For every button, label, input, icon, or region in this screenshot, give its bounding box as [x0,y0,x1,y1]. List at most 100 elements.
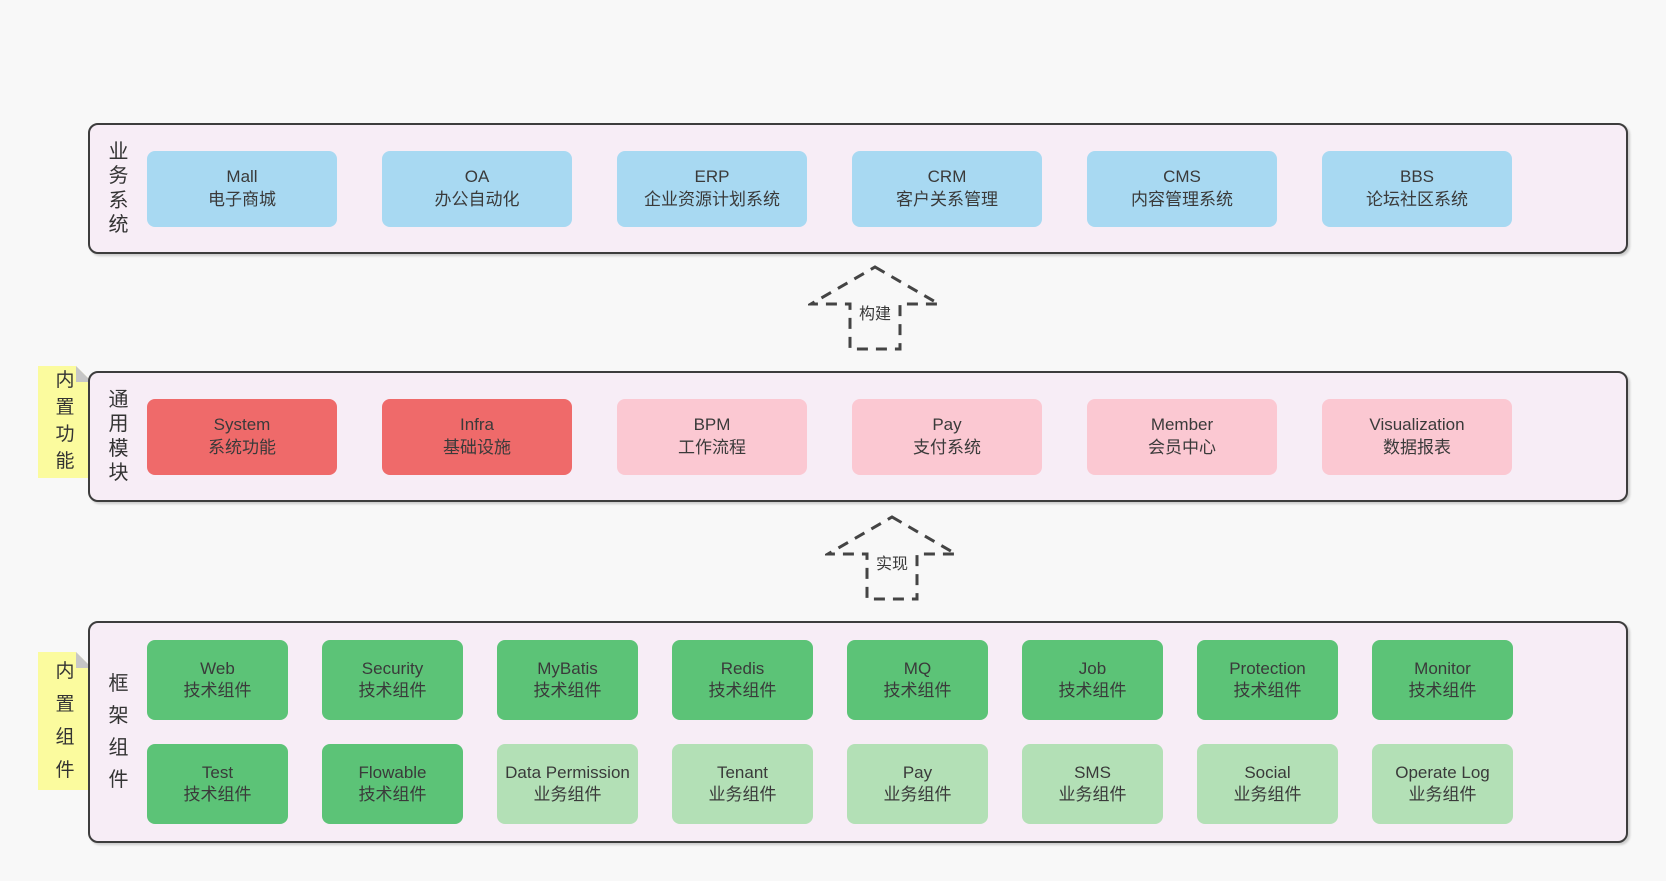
box-title: Data Permission [505,762,630,782]
sticky-note-builtin-components: 内置组件 [38,652,92,790]
box-erp: ERP 企业资源计划系统 [617,150,807,227]
layer-label-text: 框架组件 [108,673,129,791]
box-title: Web [200,658,235,678]
box-subtitle: 内容管理系统 [1131,189,1233,209]
up-arrow-outline-icon [825,515,959,601]
box-mall: Mall 电子商城 [147,150,337,227]
box-protection: Protection 技术组件 [1197,640,1338,720]
box-subtitle: 技术组件 [533,681,602,700]
layer-label-text: 业务系统 [108,140,129,236]
implement-arrow: 实现 [825,514,959,602]
box-subtitle: 技术组件 [183,681,252,700]
box-title: CMS [1163,167,1201,187]
box-subtitle: 电子商城 [208,189,276,209]
box-flowable: Flowable 技术组件 [322,744,463,824]
box-system: System 系统功能 [147,398,337,475]
box-title: Member [1150,415,1214,435]
box-subtitle: 业务组件 [883,785,952,804]
layer-label-framework: 框架组件 [90,668,147,796]
common-modules-layer: 通用模块 System 系统功能 Infra 基础设施 BPM 工作流程 Pay… [88,371,1628,502]
box-title: System [213,415,271,435]
box-title: Pay [932,415,962,435]
box-subtitle: 支付系统 [913,437,981,457]
business-systems-layer: 业务系统 Mall 电子商城 OA 办公自动化 ERP 企业资源计划系统 CRM… [88,123,1628,254]
box-title: Protection [1229,658,1306,678]
box-title: Job [1078,658,1107,678]
box-tenant: Tenant 业务组件 [672,744,813,824]
box-subtitle: 业务组件 [708,785,777,804]
business-boxes: Mall 电子商城 OA 办公自动化 ERP 企业资源计划系统 CRM 客户关系… [147,150,1512,227]
box-subtitle: 业务组件 [1408,785,1477,804]
box-subtitle: 技术组件 [708,681,777,700]
box-mybatis: MyBatis 技术组件 [497,640,638,720]
box-data-permission: Data Permission 业务组件 [497,744,638,824]
box-title: Flowable [358,762,427,782]
box-social: Social 业务组件 [1197,744,1338,824]
up-arrow-outline-icon [808,265,942,351]
box-sms: SMS 业务组件 [1022,744,1163,824]
box-monitor: Monitor 技术组件 [1372,640,1513,720]
box-security: Security 技术组件 [322,640,463,720]
build-arrow: 构建 [808,264,942,352]
box-oa: OA 办公自动化 [382,150,572,227]
box-infra: Infra 基础设施 [382,398,572,475]
box-bpm: BPM 工作流程 [617,398,807,475]
box-title: ERP [694,167,730,187]
box-title: Operate Log [1395,762,1490,782]
box-title: Mall [226,167,258,187]
box-web: Web 技术组件 [147,640,288,720]
box-title: BPM [693,415,731,435]
box-subtitle: 技术组件 [183,785,252,804]
box-subtitle: 业务组件 [1058,785,1127,804]
box-title: Monitor [1414,658,1471,678]
box-title: MyBatis [537,658,598,678]
box-subtitle: 技术组件 [883,681,952,700]
box-subtitle: 技术组件 [358,785,427,804]
layer-label-business: 业务系统 [90,140,147,238]
common-row: System 系统功能 Infra 基础设施 BPM 工作流程 Pay 支付系统… [147,398,1512,475]
framework-boxes: Web 技术组件 Security 技术组件 MyBatis 技术组件 Redi… [147,640,1513,824]
box-subtitle: 系统功能 [208,437,276,457]
box-subtitle: 技术组件 [358,681,427,700]
sticky-note-text: 内置功能 [55,370,75,472]
box-subtitle: 办公自动化 [434,189,520,209]
box-subtitle: 技术组件 [1233,681,1302,700]
box-visualization: Visualization 数据报表 [1322,398,1512,475]
box-crm: CRM 客户关系管理 [852,150,1042,227]
framework-row-2: Test 技术组件 Flowable 技术组件 Data Permission … [147,744,1513,824]
box-subtitle: 工作流程 [678,437,746,457]
box-subtitle: 论坛社区系统 [1366,189,1468,209]
sticky-note-text: 内置组件 [55,660,75,782]
box-title: Visualization [1369,415,1465,435]
box-title: Security [361,658,424,678]
box-title: Social [1244,762,1291,782]
box-job: Job 技术组件 [1022,640,1163,720]
box-subtitle: 业务组件 [1233,785,1302,804]
box-member: Member 会员中心 [1087,398,1277,475]
sticky-note-builtin-features: 内置功能 [38,366,92,478]
box-subtitle: 客户关系管理 [896,189,998,209]
layer-label-common: 通用模块 [90,388,147,486]
box-cms: CMS 内容管理系统 [1087,150,1277,227]
box-pay: Pay 支付系统 [852,398,1042,475]
framework-components-layer: 框架组件 Web 技术组件 Security 技术组件 MyBatis 技术组件… [88,621,1628,843]
box-title: MQ [903,658,932,678]
layer-label-text: 通用模块 [108,388,129,484]
box-title: SMS [1074,762,1111,782]
build-arrow-label: 构建 [855,300,895,324]
box-test: Test 技术组件 [147,744,288,824]
box-title: Redis [720,658,765,678]
box-title: BBS [1399,167,1435,187]
box-pay-business: Pay 业务组件 [847,744,988,824]
box-subtitle: 技术组件 [1058,681,1127,700]
box-title: CRM [927,167,967,187]
box-subtitle: 技术组件 [1408,681,1477,700]
box-subtitle: 基础设施 [443,437,511,457]
business-row: Mall 电子商城 OA 办公自动化 ERP 企业资源计划系统 CRM 客户关系… [147,150,1512,227]
framework-row-1: Web 技术组件 Security 技术组件 MyBatis 技术组件 Redi… [147,640,1513,720]
box-title: OA [464,167,490,187]
box-title: Infra [459,415,495,435]
box-title: Tenant [716,762,769,782]
box-title: Test [201,762,234,782]
common-boxes: System 系统功能 Infra 基础设施 BPM 工作流程 Pay 支付系统… [147,398,1512,475]
